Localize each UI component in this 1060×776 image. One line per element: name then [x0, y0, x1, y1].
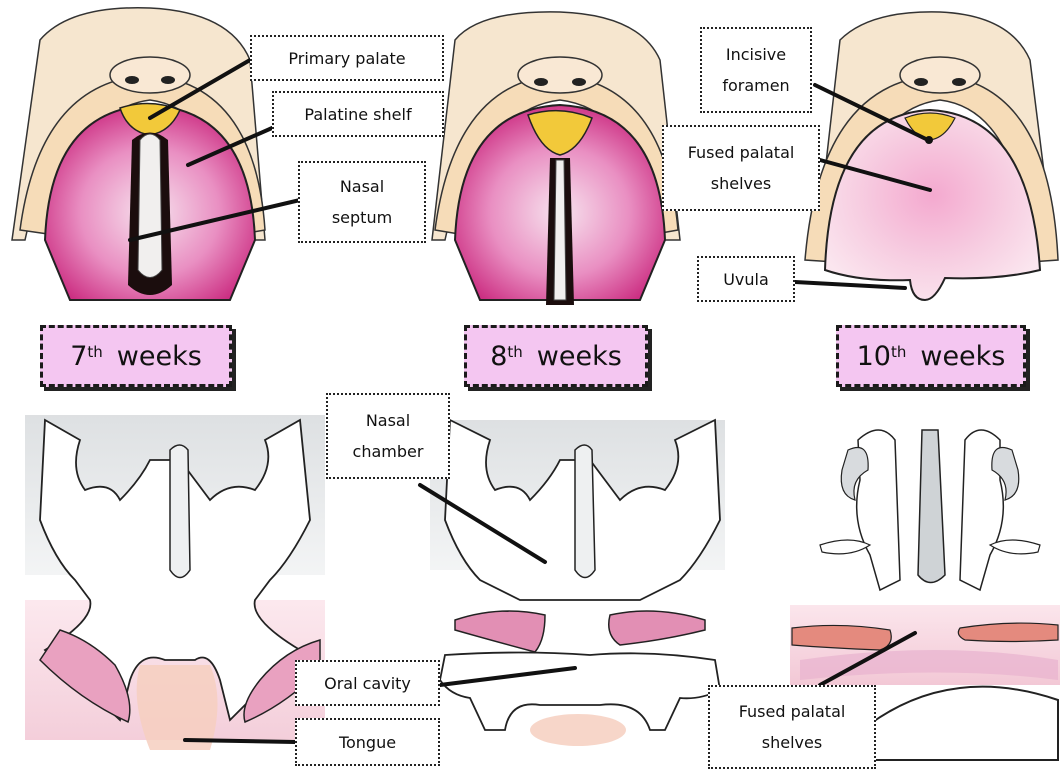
- tongue-8: [530, 714, 626, 746]
- week-7-word: weeks: [117, 341, 202, 372]
- label-incisive-foramen-line2: foramen: [722, 70, 789, 101]
- label-uvula: Uvula: [697, 256, 795, 302]
- label-palatine-shelf: Palatine shelf: [272, 91, 444, 137]
- label-incisive-foramen: Incisive foramen: [700, 27, 812, 113]
- label-fused-palatal-shelves-top: Fused palatal shelves: [662, 125, 820, 211]
- label-nasal-chamber-line1: Nasal: [366, 405, 410, 436]
- label-primary-palate: Primary palate: [250, 35, 444, 81]
- label-nasal-septum-line1: Nasal: [340, 171, 384, 202]
- palate-7-weeks: [12, 8, 265, 300]
- week-7-number: 7: [70, 341, 87, 372]
- week-7-suffix: th: [87, 343, 102, 361]
- label-oral-cavity: Oral cavity: [295, 660, 440, 706]
- fused-shelf-left-10: [792, 625, 891, 650]
- label-palatine-shelf-text: Palatine shelf: [304, 99, 411, 130]
- tongue-7: [137, 665, 218, 750]
- label-nasal-chamber-line2: chamber: [353, 436, 424, 467]
- label-nasal-chamber: Nasal chamber: [326, 393, 450, 479]
- week-8-number: 8: [490, 341, 507, 372]
- label-tongue-text: Tongue: [339, 727, 396, 758]
- label-nasal-septum: Nasal septum: [298, 161, 426, 243]
- week-8-suffix: th: [507, 343, 522, 361]
- label-fused-palatal-shelves-bottom-line2: shelves: [762, 727, 822, 758]
- fused-shelf-right-10: [958, 623, 1058, 641]
- palate-10-weeks: [805, 12, 1058, 300]
- label-fused-palatal-shelves-bottom-line1: Fused palatal: [739, 696, 846, 727]
- label-incisive-foramen-line1: Incisive: [726, 39, 786, 70]
- label-nasal-septum-line2: septum: [332, 202, 392, 233]
- septum-10: [918, 430, 945, 583]
- week-10-word: weeks: [920, 341, 1005, 372]
- septum-7: [170, 445, 190, 578]
- label-primary-palate-text: Primary palate: [288, 43, 405, 74]
- palate-8-weeks: [432, 12, 680, 305]
- week-10-suffix: th: [891, 343, 906, 361]
- shelf-left-8: [455, 611, 545, 652]
- section-8-weeks: [430, 420, 725, 746]
- label-fused-palatal-shelves-top-line2: shelves: [711, 168, 771, 199]
- shelf-right-8: [609, 611, 705, 645]
- label-oral-cavity-text: Oral cavity: [324, 668, 411, 699]
- nose-7: [110, 57, 190, 93]
- label-fused-palatal-shelves-top-line1: Fused palatal: [688, 137, 795, 168]
- section-7-weeks: [25, 415, 325, 750]
- week-8-word: weeks: [537, 341, 622, 372]
- label-uvula-text: Uvula: [723, 264, 769, 295]
- week-10-number: 10: [857, 341, 891, 372]
- label-fused-palatal-shelves-bottom: Fused palatal shelves: [708, 685, 876, 769]
- nasal-septum-7: [138, 134, 162, 278]
- tongue-10: [850, 687, 1058, 760]
- label-tongue: Tongue: [295, 718, 440, 766]
